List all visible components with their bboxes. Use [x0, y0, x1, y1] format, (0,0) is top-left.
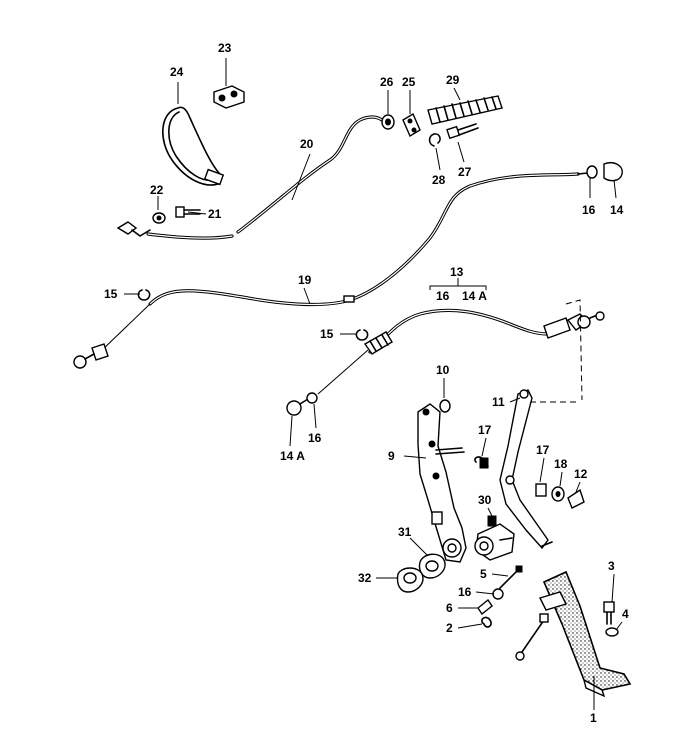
callout-1: 1	[590, 711, 597, 725]
bellows-boot-part-29	[427, 95, 503, 125]
callout-31: 31	[398, 525, 412, 539]
callout-17-left: 17	[478, 423, 492, 437]
leader-lines	[124, 58, 623, 710]
dashed-guide-right	[565, 299, 583, 401]
short-cable-end	[116, 221, 234, 240]
callout-9: 9	[388, 449, 395, 463]
washer-part-4	[605, 627, 619, 637]
callout-16-mid: 16	[308, 431, 322, 445]
nut-part-26	[381, 114, 395, 130]
callout-6: 6	[446, 601, 453, 615]
callout-10: 10	[436, 363, 450, 377]
callout-12: 12	[574, 467, 588, 481]
cable-part-19	[99, 172, 589, 353]
accelerator-pedal-part-1	[539, 570, 632, 698]
cap-part-32	[396, 567, 424, 593]
cable-assembly-part-13	[317, 308, 605, 395]
ball-socket-part-14a	[286, 398, 309, 416]
callout-14: 14	[610, 203, 624, 217]
pedal-lever-part-9	[417, 403, 467, 563]
callout-32: 32	[358, 571, 372, 585]
loop-bracket-part-24	[162, 106, 225, 186]
bolt-part-21	[175, 206, 201, 218]
callout-15-left: 15	[104, 287, 118, 301]
hose-part-20	[236, 115, 384, 234]
group-13-sub-16: 16	[436, 289, 450, 303]
callout-22: 22	[150, 183, 164, 197]
callout-29: 29	[446, 73, 460, 87]
callout-16-top: 16	[582, 203, 596, 217]
gasket-part-31	[418, 553, 446, 579]
cable-crimp	[343, 295, 355, 303]
callout-19: 19	[298, 273, 312, 287]
nut-part-10	[439, 399, 451, 413]
callout-18: 18	[554, 457, 568, 471]
spring-clip-part-15-left	[137, 289, 151, 301]
pin-part-6	[477, 598, 493, 616]
intermediate-lever-part-11	[499, 389, 553, 550]
bolt-part-3	[603, 601, 615, 625]
callout-17-right: 17	[536, 443, 550, 457]
callout-2: 2	[446, 621, 453, 635]
screw-part-27	[446, 123, 479, 140]
cable-end-left	[73, 343, 109, 369]
callout-21: 21	[208, 207, 222, 221]
callout-3: 3	[608, 559, 615, 573]
callout-14a: 14 A	[280, 449, 305, 463]
callout-26: 26	[380, 75, 394, 89]
callout-15-mid: 15	[320, 327, 334, 341]
clip-ring-part-28	[428, 133, 441, 147]
clip-part-17-left	[474, 456, 489, 469]
callout-24: 24	[170, 65, 184, 79]
group-13-sub-14a: 14 A	[462, 289, 487, 303]
nut-part-16-low	[492, 588, 504, 600]
callout-28: 28	[432, 173, 446, 187]
bearing-assembly-part-30	[474, 515, 515, 561]
bushing-part-17-right	[535, 483, 547, 497]
callout-23: 23	[218, 41, 232, 55]
callout-16-low: 16	[458, 585, 472, 599]
nut-part-16-mid	[306, 392, 318, 404]
ball-socket-part-14	[586, 162, 623, 182]
callout-5: 5	[480, 567, 487, 581]
callout-25: 25	[402, 75, 416, 89]
washer-part-22	[152, 212, 166, 224]
clip-part-12	[567, 488, 585, 509]
callout-13: 13	[450, 265, 464, 279]
plate-part-25	[402, 112, 421, 138]
callout-4: 4	[622, 607, 629, 621]
spring-clip-part-15-mid	[355, 329, 369, 341]
callout-11: 11	[492, 395, 505, 409]
callout-30: 30	[478, 493, 492, 507]
callout-labels: 24 23 22 21 20 26 25 29 27 28 16 14 15 1…	[104, 41, 629, 725]
clip-part-2	[481, 616, 492, 628]
clip-part-23	[213, 85, 245, 109]
screw-part-5	[499, 565, 523, 589]
callout-20: 20	[300, 137, 314, 151]
callout-27: 27	[458, 165, 472, 179]
washer-part-18	[551, 486, 565, 502]
push-rod	[515, 613, 549, 661]
